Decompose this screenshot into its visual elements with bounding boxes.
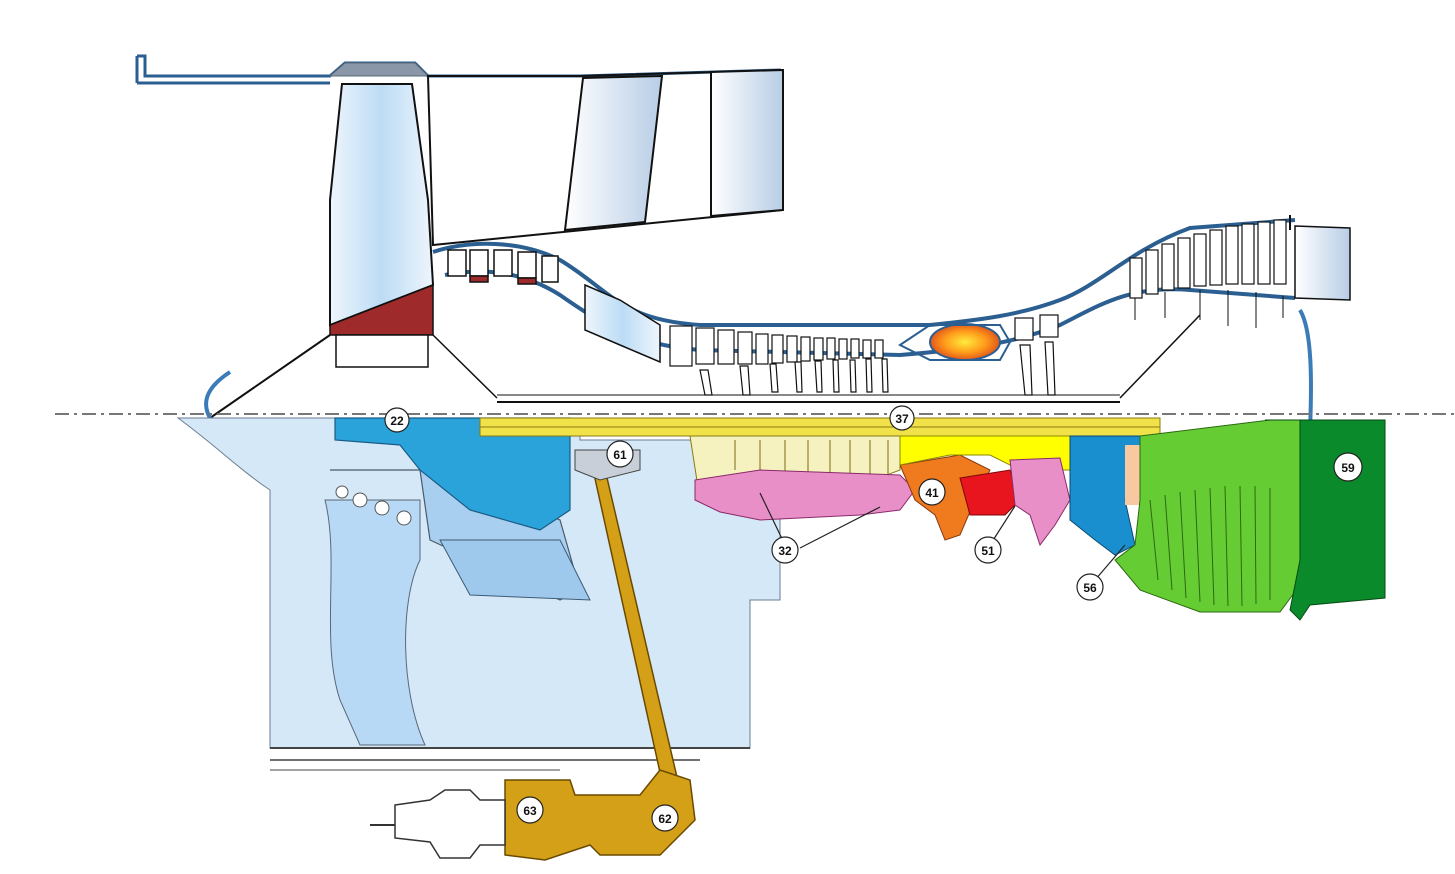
callout-37: 37 (889, 405, 915, 431)
hp-turbine-disc (1009, 457, 1071, 547)
hp-compressor-discs (699, 358, 889, 396)
callout-37-label: 37 (895, 412, 909, 426)
callout-32-label: 32 (778, 544, 792, 558)
callout-62-label: 62 (658, 812, 672, 826)
cutaway-lower-half (176, 417, 1386, 861)
outlet-guide-vane-2 (710, 68, 784, 218)
fan-case-region (334, 417, 571, 531)
callout-63: 63 (516, 796, 544, 824)
accessory-gearbox-region (504, 769, 696, 861)
callout-51-label: 51 (981, 544, 995, 558)
hp-turbine (1014, 314, 1059, 396)
lp-compressor-region (439, 539, 591, 601)
fan-frame-holes (335, 485, 412, 526)
callout-32: 32 (771, 536, 799, 564)
callout-59-label: 59 (1341, 461, 1355, 475)
fan-blade (329, 83, 435, 327)
callout-62: 62 (651, 804, 679, 832)
callout-63-label: 63 (523, 804, 537, 818)
hp-turbine-region (959, 469, 1021, 516)
outlet-guide-vane-1 (563, 74, 664, 232)
callout-61: 61 (606, 440, 634, 468)
callouts: 22 37 61 41 59 32 51 56 (384, 405, 1363, 832)
inlet-lip-curve (204, 370, 232, 419)
lp-turbine-discs (1134, 290, 1284, 328)
intermediate-duct (584, 283, 661, 364)
callout-22-label: 22 (390, 414, 404, 428)
starter-assembly (394, 789, 506, 859)
schematic-upper-half (135, 54, 1351, 431)
combustor-flame (929, 323, 1001, 361)
callout-22: 22 (384, 407, 410, 433)
callout-41: 41 (918, 478, 946, 506)
callout-59: 59 (1333, 452, 1363, 482)
lp-turbine-stages (1129, 219, 1287, 299)
exhaust-nozzle (1294, 225, 1351, 301)
combustor-liner (898, 324, 1012, 361)
callout-51: 51 (974, 536, 1002, 564)
combustor-region (899, 454, 991, 541)
nacelle-lip (328, 62, 430, 77)
hp-compressor-stages (669, 325, 884, 367)
exhaust-lip-curve (1298, 308, 1313, 431)
fan-disc (335, 334, 429, 368)
callout-41-label: 41 (925, 486, 939, 500)
core-outer-casing (432, 218, 1296, 327)
lp-turbine-blades (1149, 485, 1271, 607)
fan-spinner-line (209, 334, 331, 419)
fan-blade-section (324, 499, 426, 746)
hp-rotor-region (694, 469, 916, 521)
callout-56-label: 56 (1083, 581, 1097, 595)
callout-56: 56 (1076, 573, 1104, 601)
lp-turbine-region (1114, 419, 1301, 613)
lp-compressor-stages (447, 249, 559, 285)
callout-61-label: 61 (613, 448, 627, 462)
